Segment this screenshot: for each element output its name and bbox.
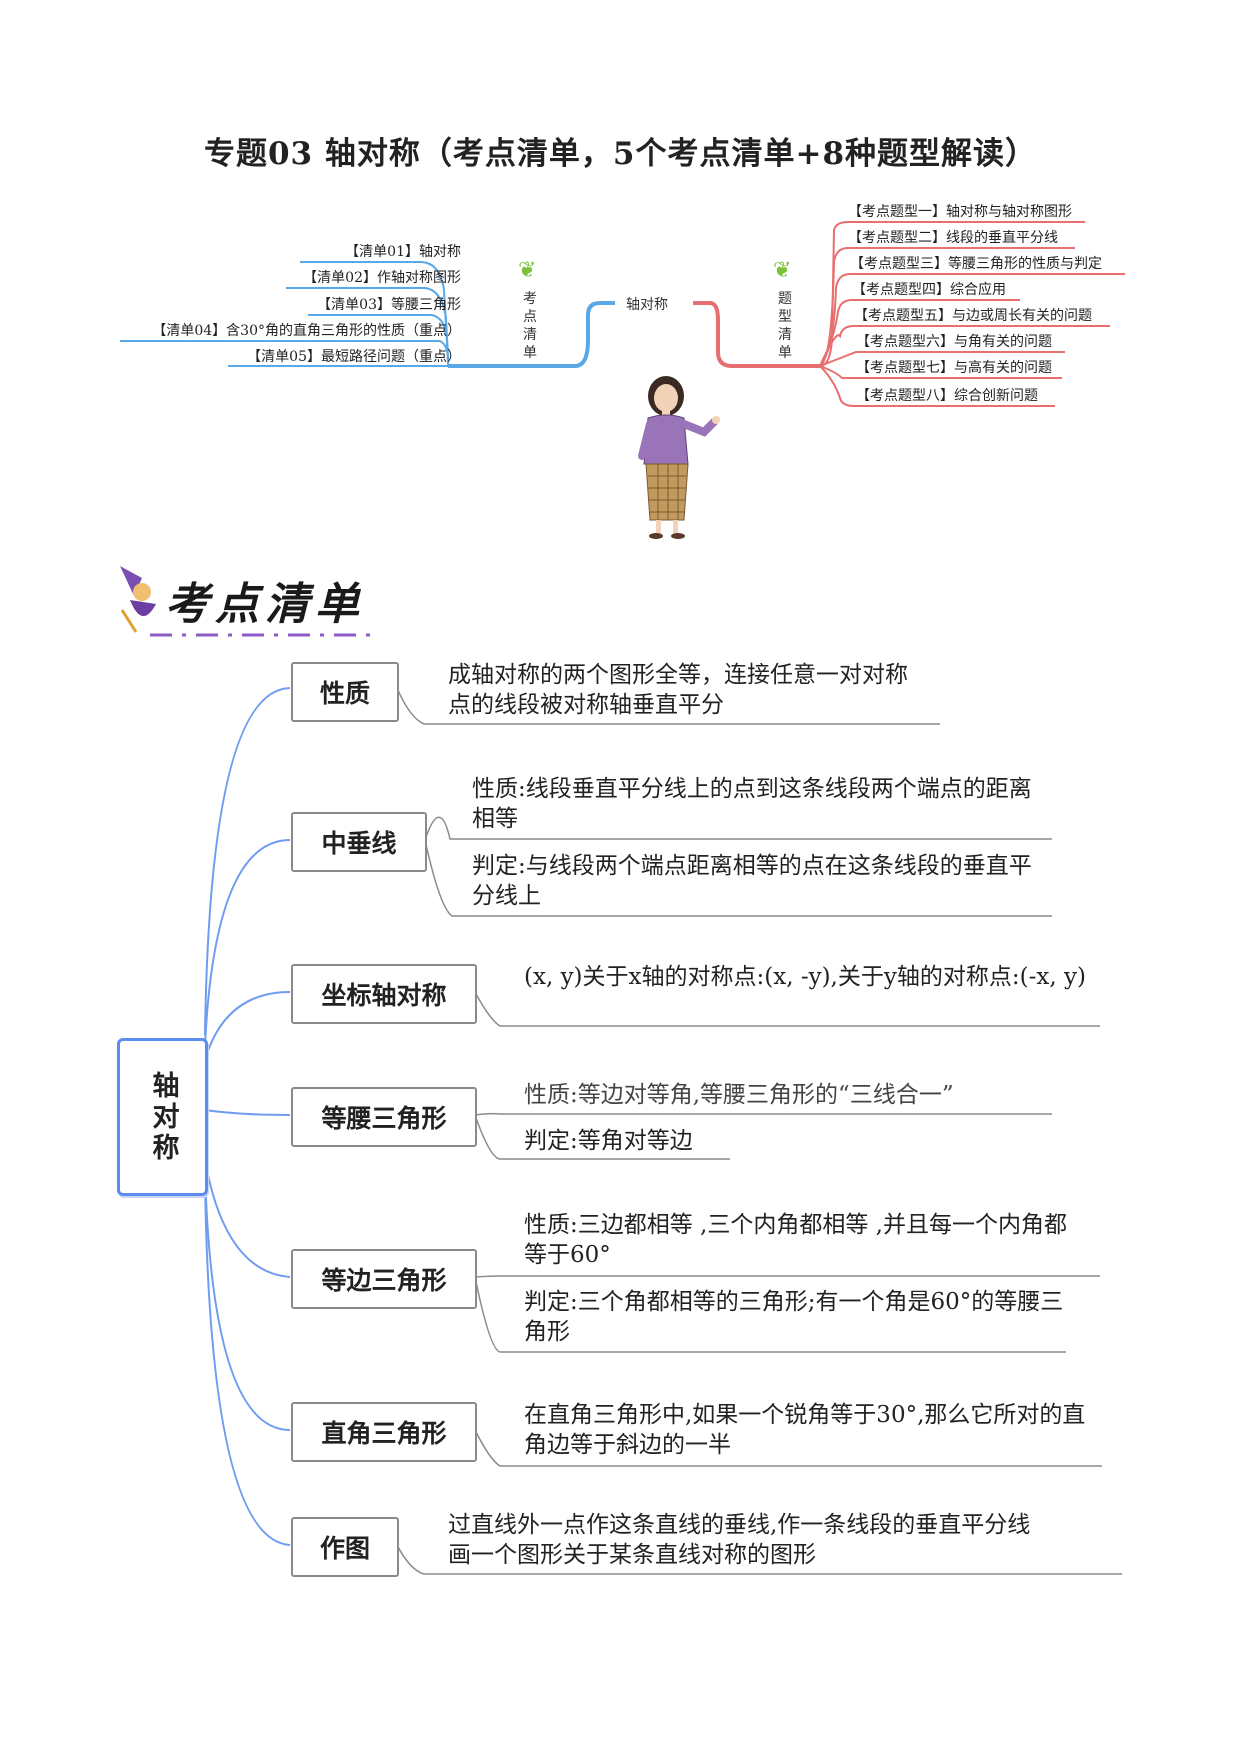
checklist-item-2[interactable]: 【清单02】作轴对称图形	[303, 270, 461, 286]
question-type-1[interactable]: 【考点题型一】轴对称与轴对称图形	[848, 204, 1072, 220]
properties-text: 成轴对称的两个图形全等，连接任意一对对称点的线段被对称轴垂直平分	[448, 662, 908, 718]
left-group-label: 考点清单	[523, 291, 537, 361]
checklist-item-1[interactable]: 【清单01】轴对称	[345, 244, 461, 260]
butterfly-icon: ❦	[773, 258, 792, 283]
wizard-logo-icon	[120, 566, 156, 633]
branch-axis-symmetry[interactable]: 坐标轴对称	[291, 964, 477, 1024]
right-triangle-text: 在直角三角形中,如果一个锐角等于30°,那么它所对的直角边等于斜边的一半	[524, 1402, 1086, 1458]
checklist-item-3[interactable]: 【清单03】等腰三角形	[317, 297, 461, 313]
tree-root-label: 轴对称	[147, 1070, 179, 1164]
branch-right-triangle[interactable]: 直角三角形	[291, 1402, 477, 1462]
question-type-8[interactable]: 【考点题型八】综合创新问题	[856, 388, 1038, 404]
teacher-illustration	[638, 376, 720, 539]
mindmap-center: 轴对称	[626, 297, 668, 313]
right-group-label: 题型清单	[778, 291, 792, 361]
axis-symmetry-text: (x, y)关于x轴的对称点:(x, -y),关于y轴的对称点:(-x, y)	[524, 964, 1086, 990]
branch-isosceles-triangle[interactable]: 等腰三角形	[291, 1087, 477, 1147]
page-title: 专题03 轴对称（考点清单，5个考点清单+8种题型解读）	[203, 136, 1038, 172]
equilateral-criterion-text: 判定:三个角都相等的三角形;有一个角是60°的等腰三角形	[524, 1289, 1064, 1345]
question-type-6[interactable]: 【考点题型六】与角有关的问题	[856, 334, 1052, 350]
bisector-criterion-text: 判定:与线段两个端点距离相等的点在这条线段的垂直平分线上	[472, 853, 1032, 909]
question-type-2[interactable]: 【考点题型二】线段的垂直平分线	[848, 230, 1058, 246]
tree-root: 轴对称	[117, 1038, 208, 1196]
branch-perpendicular-bisector[interactable]: 中垂线	[291, 812, 427, 872]
construction-text-1: 过直线外一点作这条直线的垂线,作一条线段的垂直平分线	[448, 1512, 1031, 1538]
checklist-item-5[interactable]: 【清单05】最短路径问题（重点）	[247, 349, 461, 365]
banner-title: 考点清单	[165, 579, 365, 630]
question-type-4[interactable]: 【考点题型四】综合应用	[852, 282, 1006, 298]
branch-equilateral-triangle[interactable]: 等边三角形	[291, 1249, 477, 1309]
question-type-3[interactable]: 【考点题型三】等腰三角形的性质与判定	[850, 256, 1102, 272]
butterfly-icon: ❦	[518, 258, 537, 283]
checklist-item-4[interactable]: 【清单04】含30°角的直角三角形的性质（重点）	[152, 323, 461, 339]
question-type-5[interactable]: 【考点题型五】与边或周长有关的问题	[854, 308, 1092, 324]
construction-text-2: 画一个图形关于某条直线对称的图形	[448, 1542, 816, 1568]
mindmap-lines	[120, 221, 1125, 407]
equilateral-property-text: 性质:三边都相等 ,三个内角都相等 ,并且每一个内角都等于60°	[524, 1212, 1067, 1268]
branch-properties[interactable]: 性质	[291, 662, 399, 722]
isosceles-criterion-text: 判定:等角对等边	[524, 1128, 693, 1154]
banner-underline	[150, 633, 370, 637]
branch-construction[interactable]: 作图	[291, 1517, 399, 1577]
bisector-property-text: 性质:线段垂直平分线上的点到这条线段两个端点的距离相等	[472, 776, 1032, 832]
tree-lines	[204, 687, 1122, 1575]
isosceles-property-text: 性质:等边对等角,等腰三角形的“三线合一”	[524, 1082, 954, 1108]
question-type-7[interactable]: 【考点题型七】与高有关的问题	[856, 360, 1052, 376]
